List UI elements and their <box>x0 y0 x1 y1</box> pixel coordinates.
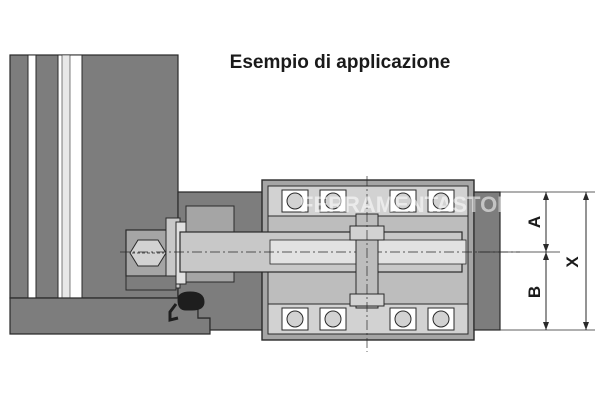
vertical-spindle <box>349 176 385 352</box>
dimension-lines <box>478 191 595 331</box>
watermark-tld: .it <box>506 199 519 216</box>
hinge-shaft <box>120 231 520 273</box>
bearings-top <box>281 189 455 213</box>
dimension-b-label: B <box>525 286 544 298</box>
watermark: FERRAMENTASTORE .it <box>300 192 528 217</box>
watermark-brand: FERRAMENTASTORE <box>300 192 528 217</box>
bearings-bottom <box>281 307 455 331</box>
gasket-seal <box>168 291 205 322</box>
diagram-title: Esempio di applicazione <box>229 52 451 73</box>
dimension-a-label: A <box>525 216 544 228</box>
dimension-x-label: X <box>563 256 582 268</box>
